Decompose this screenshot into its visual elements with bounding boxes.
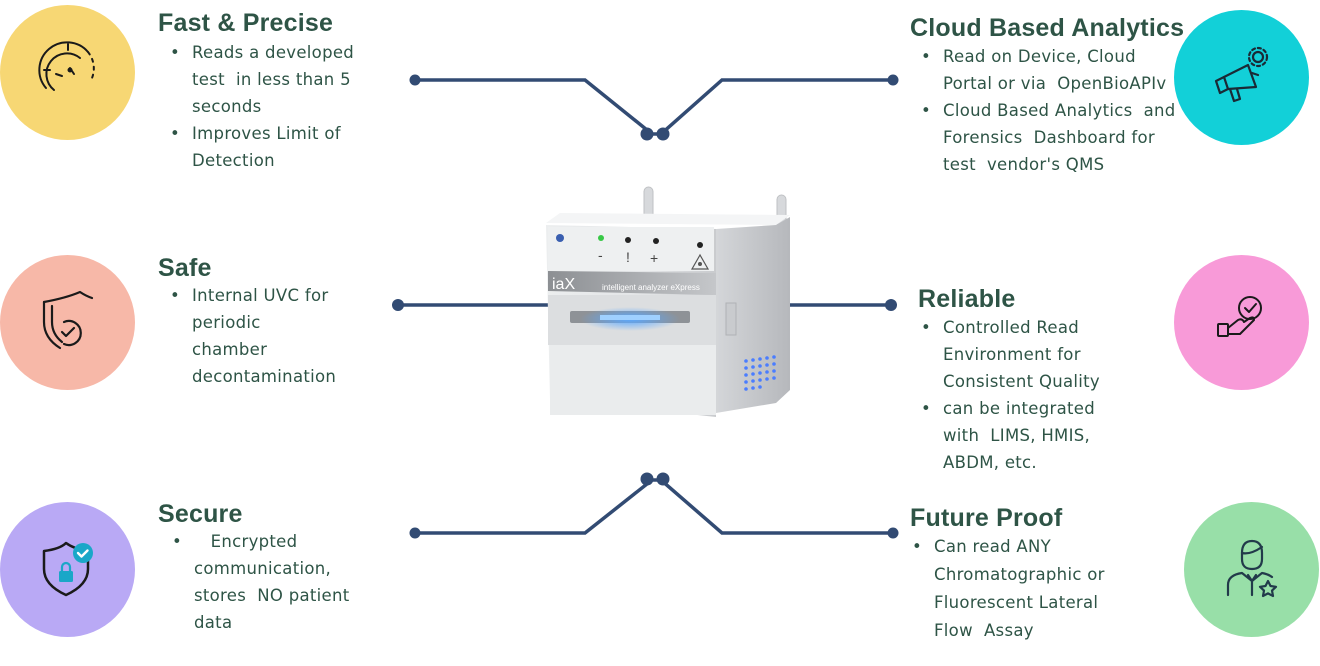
status-label-minus: - <box>598 247 603 263</box>
list-item: Internal UVC for periodic chamber decont… <box>158 282 336 390</box>
list-item: Controlled Read Environment for Consiste… <box>909 314 1100 395</box>
fast-precise-title: Fast & Precise <box>158 9 334 37</box>
device-tagline: intelligent analyzer eXpress <box>602 283 700 292</box>
list-item: Improves Limit of Detection <box>158 120 354 174</box>
shield-check-icon <box>36 288 100 357</box>
fast-precise-bullets: Reads a developed test in less than 5 se… <box>158 39 354 174</box>
cloud-analytics-title: Cloud Based Analytics <box>910 14 1185 42</box>
safe-bullets: Internal UVC for periodic chamber decont… <box>158 282 336 390</box>
iax-analyzer-device: - ! + iaX intelligent analyzer eXpress <box>540 185 796 420</box>
device-brand: iaX <box>552 276 575 293</box>
reliable-title: Reliable <box>918 285 1016 313</box>
secure-bullets: Encrypted communication, stores NO patie… <box>160 528 350 636</box>
safe-icon-circle <box>0 255 135 390</box>
status-label-alert: ! <box>626 249 630 265</box>
reliable-icon-circle <box>1174 255 1309 390</box>
list-item: Can read ANY Chromatographic or Fluoresc… <box>900 533 1105 645</box>
list-item: Read on Device, Cloud Portal or via Open… <box>909 43 1176 97</box>
fast-precise-icon-circle <box>0 5 135 140</box>
connector-top <box>415 78 893 136</box>
cloud-analytics-bullets: Read on Device, Cloud Portal or via Open… <box>909 43 1176 178</box>
future-proof-title: Future Proof <box>910 504 1063 532</box>
reliable-bullets: Controlled Read Environment for Consiste… <box>909 314 1100 476</box>
status-label-plus: + <box>650 250 658 266</box>
safe-title: Safe <box>158 254 212 282</box>
cloud-analytics-icon-circle <box>1174 10 1309 145</box>
connector-bottom <box>415 478 893 535</box>
secure-shield-lock-icon <box>36 535 100 604</box>
person-star-icon <box>1220 535 1284 604</box>
future-proof-bullets: Can read ANY Chromatographic or Fluoresc… <box>900 533 1105 645</box>
megaphone-gear-icon <box>1210 43 1274 112</box>
hand-check-icon <box>1210 288 1274 357</box>
list-item: Reads a developed test in less than 5 se… <box>158 39 354 120</box>
speedometer-icon <box>36 38 100 107</box>
future-proof-icon-circle <box>1184 502 1319 637</box>
secure-title: Secure <box>158 500 243 528</box>
list-item: Encrypted communication, stores NO patie… <box>160 528 350 636</box>
list-item: Cloud Based Analytics and Forensics Dash… <box>909 97 1176 178</box>
secure-icon-circle <box>0 502 135 637</box>
list-item: can be integrated with LIMS, HMIS, ABDM,… <box>909 395 1100 476</box>
